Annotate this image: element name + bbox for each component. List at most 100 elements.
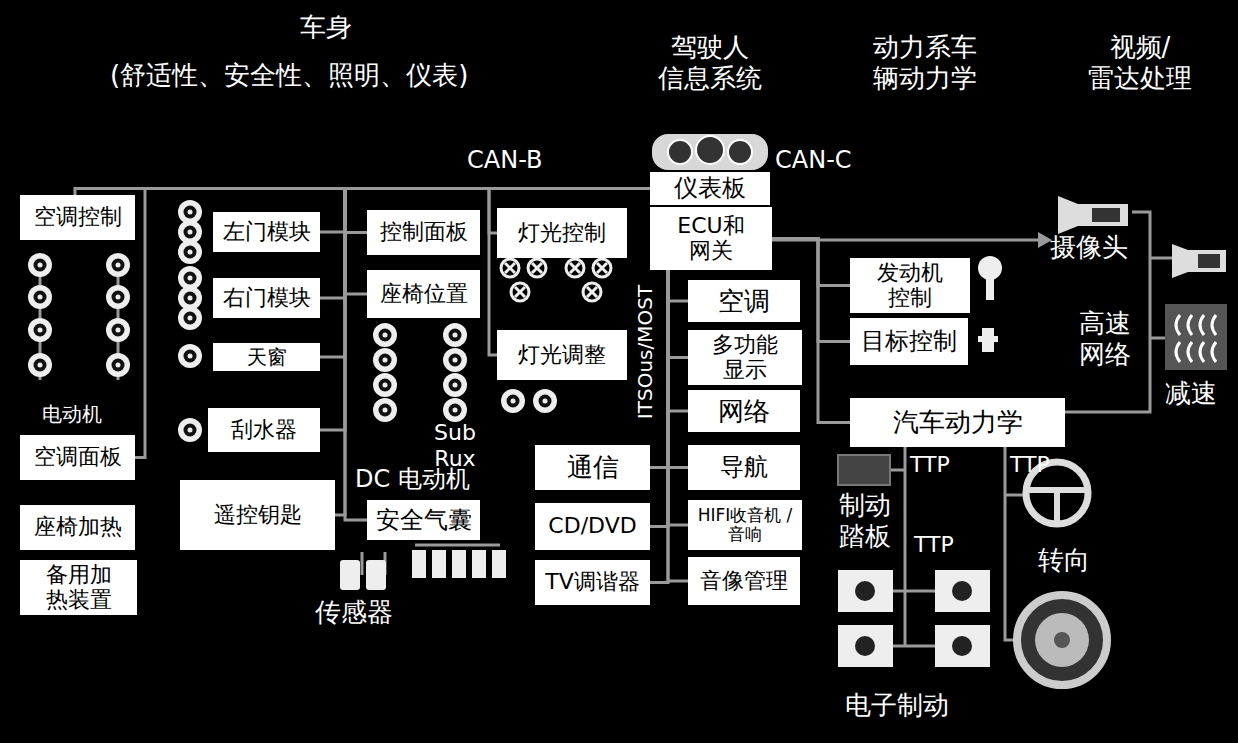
caption-text: 转向	[1038, 545, 1090, 576]
brake-pedal	[838, 455, 890, 485]
component-box: 备用加 热装置	[20, 560, 137, 615]
art-circle	[1017, 595, 1107, 685]
art-path	[1176, 315, 1216, 362]
caption-text: (舒适性、安全性、照明、仪表)	[110, 60, 468, 91]
art-rect	[935, 625, 990, 667]
box-label: CD/DVD	[548, 514, 636, 538]
component-box: 发动机 控制	[850, 258, 970, 313]
component-box: 多功能 显示	[688, 330, 802, 385]
caption-text: 电动机	[42, 402, 102, 426]
art-use	[106, 353, 130, 377]
box-label: 仪表板	[674, 175, 746, 201]
bus-connector	[668, 270, 688, 411]
art-use	[106, 285, 130, 309]
box-label: 音像管理	[700, 569, 788, 593]
component-box: 右门模块	[213, 278, 320, 318]
art-circle	[696, 136, 724, 164]
component-box: 导航	[688, 445, 800, 490]
art-use	[443, 373, 467, 397]
component-box: 安全气囊	[367, 500, 480, 540]
caption-text: 车身	[300, 12, 352, 43]
component-box: 汽车动力学	[850, 398, 1065, 447]
caption-text: 视频/ 雷达处理	[1080, 32, 1200, 94]
component-box: 仪表板	[650, 172, 770, 205]
art-circle	[728, 140, 752, 164]
art-use	[501, 259, 519, 277]
art-rect	[492, 550, 506, 578]
bus-connector	[668, 270, 688, 525]
bus-connector	[345, 189, 650, 521]
art-rect	[1092, 208, 1120, 222]
box-label: ECU和 网关	[654, 214, 768, 262]
component-box: 目标控制	[850, 318, 968, 365]
art-use	[373, 398, 397, 422]
art-use	[106, 253, 130, 277]
box-label: 空调控制	[34, 205, 122, 229]
box-label: 空调面板	[34, 445, 122, 469]
box-label: 天窗	[247, 346, 287, 368]
caption-text: ITSOus/MOST	[633, 285, 657, 419]
box-label: 灯光调整	[518, 343, 606, 367]
caption-text: CAN-B	[467, 146, 542, 175]
component-box: CD/DVD	[535, 503, 650, 550]
art-use	[533, 389, 557, 413]
static-wires	[40, 212, 1172, 646]
art-use	[106, 318, 130, 342]
box-label: TV调谐器	[545, 570, 640, 594]
art-rect	[432, 550, 446, 578]
component-box: 空调面板	[20, 435, 135, 480]
component-box: 座椅加热	[20, 505, 135, 550]
caption-text: 传感器	[315, 597, 393, 628]
art-rect	[935, 570, 990, 612]
component-box: 天窗	[213, 343, 320, 371]
component-box: ECU和 网关	[650, 207, 772, 270]
art-circle	[1054, 632, 1070, 648]
art-rect	[978, 336, 998, 342]
box-label: 遥控钥匙	[214, 503, 302, 527]
box-label: 座椅位置	[380, 282, 468, 306]
caption-text: CAN-C	[775, 146, 852, 175]
art-use	[373, 348, 397, 372]
box-label: 发动机 控制	[854, 261, 966, 309]
caption-text: 减速	[1165, 378, 1217, 409]
art-use	[28, 353, 52, 377]
art-use	[28, 285, 52, 309]
art-path	[1172, 244, 1226, 278]
art-circle	[855, 581, 875, 601]
caption-text: 制动 踏板	[835, 490, 895, 552]
caption-text: 动力系车 辆动力学	[865, 32, 985, 94]
art-rect	[986, 278, 994, 300]
component-box: 通信	[535, 445, 650, 490]
component-box: 空调	[688, 280, 800, 322]
art-use	[443, 398, 467, 422]
art-rect	[452, 550, 466, 578]
art-use	[511, 283, 529, 301]
caption-text: 驾驶人 信息系统	[655, 32, 765, 94]
box-label: HIFI收音机 /音响	[692, 506, 798, 543]
box-label: 刮水器	[231, 418, 297, 442]
art-use	[528, 259, 546, 277]
art-use	[178, 344, 202, 368]
component-box: 控制面板	[367, 210, 480, 255]
box-label: 备用加 热装置	[24, 563, 133, 611]
caption-text: TTP	[914, 532, 954, 558]
bus-connector	[320, 189, 650, 431]
box-label: 网络	[718, 397, 770, 426]
component-box: 灯光控制	[497, 208, 627, 258]
art-use	[28, 318, 52, 342]
art-rect	[838, 570, 893, 612]
component-box: TV调谐器	[535, 560, 650, 605]
bus-connector	[135, 189, 650, 458]
box-label: 右门模块	[223, 286, 311, 310]
art-use	[566, 259, 584, 277]
box-label: 控制面板	[380, 220, 468, 244]
component-box: 灯光调整	[497, 330, 627, 380]
component-box: 刮水器	[208, 408, 320, 452]
art-use	[178, 418, 202, 442]
art-use	[28, 253, 52, 277]
caption-text: DC 电动机	[355, 465, 470, 494]
art-use	[583, 283, 601, 301]
art-rect	[366, 560, 386, 590]
component-box: HIFI收音机 /音响	[688, 500, 802, 550]
art-circle	[668, 140, 692, 164]
